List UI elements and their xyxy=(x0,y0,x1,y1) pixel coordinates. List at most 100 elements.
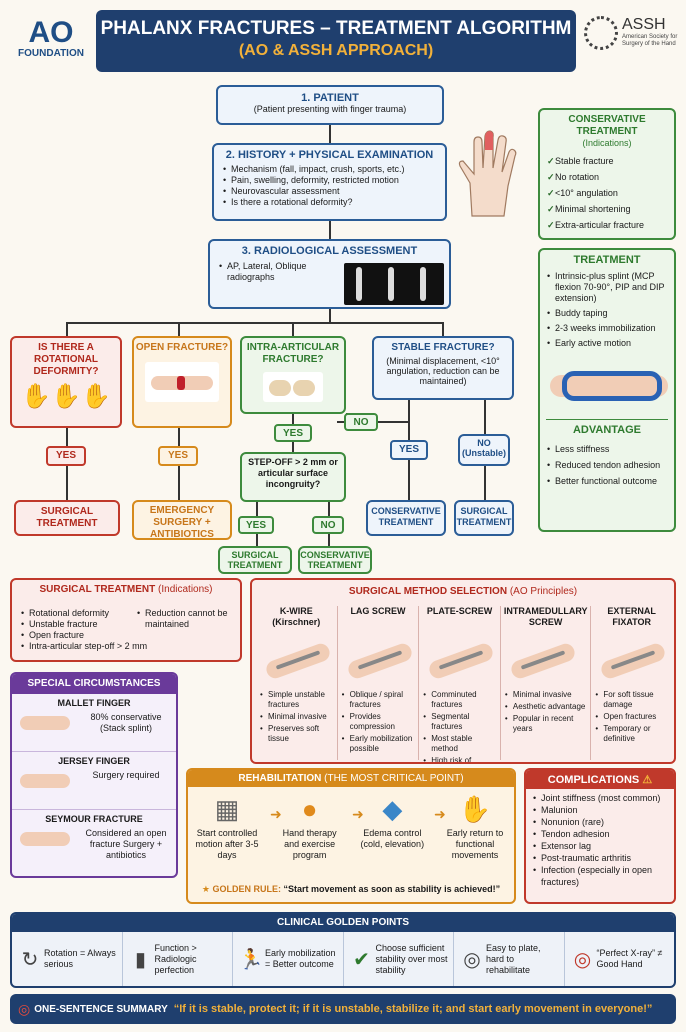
finger-icon xyxy=(20,832,70,846)
wounded-finger-icon xyxy=(145,362,219,402)
golden-point: ↻Rotation = Always serious xyxy=(12,932,123,986)
warning-icon: ⚠ xyxy=(642,774,653,786)
open-yes-tag: YES xyxy=(158,446,198,466)
special-row: MALLET FINGER 80% conservative (Stack spl… xyxy=(12,694,176,752)
splint-illustration xyxy=(546,357,668,413)
rehab-step: ◆Edema control (cold, elevation) xyxy=(357,794,427,880)
complications-panel: COMPLICATIONS ⚠ Joint stiffness (most co… xyxy=(524,768,676,904)
stepoff-result-surgical: SURGICAL TREATMENT xyxy=(218,546,292,574)
method-col: PLATE-SCREW Comminuted fracturesSegmental… xyxy=(419,606,501,762)
method-item: Provides compression xyxy=(341,712,416,732)
stable-yes-tag: YES xyxy=(390,440,428,460)
surgical-indications: SURGICAL TREATMENT (Indications) Rotatio… xyxy=(10,578,242,662)
hand-illustration xyxy=(452,128,524,220)
step-history-exam: 2. HISTORY + PHYSICAL EXAMINATION Mechan… xyxy=(212,143,447,221)
method-col: INTRAMEDULLARY SCREW Minimal invasiveAest… xyxy=(501,606,592,760)
stable-no-tag: NO (Unstable) xyxy=(458,434,510,466)
special-name: MALLET FINGER xyxy=(57,698,131,708)
method-item: Temporary or definitive xyxy=(594,724,669,744)
method-item: Minimal invasive xyxy=(259,712,334,722)
golden-point: ◎“Perfect X-ray” ≠ Good Hand xyxy=(565,932,675,986)
ice-pack-icon: ◆ xyxy=(382,794,403,824)
running-icon: 🏃 xyxy=(238,948,264,971)
clinical-golden-points: CLINICAL GOLDEN POINTS ↻Rotation = Alway… xyxy=(10,912,676,988)
hand-gesture-icon: ✋ xyxy=(458,794,492,824)
conservative-panel: CONSERVATIVE TREATMENT (Indications) Sta… xyxy=(538,108,676,240)
stepoff-no-tag: NO xyxy=(312,516,344,534)
treatment-panel: TREATMENT Intrinsic-plus splint (MCP fle… xyxy=(538,248,676,532)
method-col: LAG SCREWOblique / spiral fracturesProvi… xyxy=(338,606,420,760)
special-name: SEYMOUR FRACTURE xyxy=(45,814,143,824)
target-icon: ◎ xyxy=(18,1000,31,1017)
method-item: For soft tissue damage xyxy=(594,690,669,710)
rot-result-surgical: SURGICAL TREATMENT xyxy=(14,500,120,536)
method-name: K-WIRE (Kirschner) xyxy=(272,606,321,627)
method-item: High risk of tendon irritation xyxy=(422,756,497,762)
step-patient: 1. PATIENT (Patient presenting with fing… xyxy=(216,85,444,125)
method-item: Segmental fractures xyxy=(422,712,497,732)
finger-icon xyxy=(20,774,70,788)
golden-point: ▮Function > Radiologic perfection xyxy=(123,932,233,986)
method-hand-icon xyxy=(259,632,334,688)
rotation-icon: ↻ xyxy=(21,948,39,971)
intra-yes-tag: YES xyxy=(274,424,312,442)
method-hand-icon xyxy=(422,632,497,688)
stable-result-surgical: SURGICAL TREATMENT xyxy=(454,500,514,536)
special-text: Considered an open fracture Surgery + an… xyxy=(85,828,167,860)
method-col: K-WIRE (Kirschner) Simple unstable fractu… xyxy=(256,606,338,760)
question-open-fracture: OPEN FRACTURE? xyxy=(132,336,232,428)
stepoff-yes-tag: YES xyxy=(238,516,274,534)
question-intra-articular: INTRA-ARTICULAR FRACTURE? xyxy=(240,336,346,414)
joint-icon xyxy=(263,372,323,402)
rehab-step: ●Hand therapy and exercise program xyxy=(275,794,345,880)
method-name: EXTERNAL FIXATOR xyxy=(607,606,656,627)
method-item: Simple unstable fractures xyxy=(259,690,334,710)
special-row: SEYMOUR FRACTURE Considered an open fract… xyxy=(12,810,176,868)
assh-logo: ASSH American Society for Surgery of the… xyxy=(584,14,680,58)
history-list: Mechanism (fall, impact, crush, sports, … xyxy=(222,164,437,208)
method-item: Minimal invasive xyxy=(504,690,588,700)
method-name: PLATE-SCREW xyxy=(426,606,493,616)
method-item: Most stable method xyxy=(422,734,497,754)
question-stable-fracture: STABLE FRACTURE? (Minimal displacement, … xyxy=(372,336,514,400)
step-radiology: 3. RADIOLOGICAL ASSESSMENT AP, Lateral, … xyxy=(208,239,451,309)
assh-emblem-icon xyxy=(584,16,618,50)
calendar-icon: ▦ xyxy=(214,794,240,824)
summary-bar: ◎ ONE-SENTENCE SUMMARY “If it is stable,… xyxy=(10,994,676,1024)
golden-point: ✔Choose sufficient stability over most s… xyxy=(344,932,454,986)
arrow-icon: ➜ xyxy=(434,806,446,822)
golden-point: ◎Easy to plate, hard to rehabilitate xyxy=(454,932,565,986)
method-item: Popular in recent years xyxy=(504,714,588,734)
xray-images xyxy=(344,263,444,305)
special-text: 80% conservative (Stack splint) xyxy=(90,712,162,733)
target-icon: ◎ xyxy=(573,948,592,971)
method-item: Preserves soft tissue xyxy=(259,724,334,744)
rehabilitation-panel: REHABILITATION (THE MOST CRITICAL POINT)… xyxy=(186,768,516,904)
plate-icon: ◎ xyxy=(463,948,481,971)
method-item: Comminuted fractures xyxy=(422,690,497,710)
rehab-step: ✋Early return to functional movements xyxy=(440,794,510,880)
method-hand-icon xyxy=(504,632,588,688)
method-item: Aesthetic advantage xyxy=(504,702,588,712)
intra-no-tag: NO xyxy=(344,413,378,431)
title-banner: PHALANX FRACTURES – TREATMENT ALGORITHM … xyxy=(96,10,576,72)
golden-point: 🏃Early mobilization = Better outcome xyxy=(233,932,344,986)
rotated-hands-icon: ✋✋✋ xyxy=(21,383,111,410)
open-result-emergency: EMERGENCY SURGERY + ANTIBIOTICS xyxy=(132,500,232,540)
method-hand-icon xyxy=(594,632,669,688)
star-icon: ★ xyxy=(201,884,210,894)
finger-icon xyxy=(20,716,70,730)
stepoff-result-conservative: CONSERVATIVE TREATMENT xyxy=(298,546,372,574)
method-name: INTRAMEDULLARY SCREW xyxy=(503,606,588,627)
rot-yes-tag: YES xyxy=(46,446,86,466)
page-subtitle: (AO & ASSH APPROACH) xyxy=(238,42,434,59)
shield-check-icon: ✔ xyxy=(353,948,370,971)
question-rotational-deformity: IS THERE A ROTATIONAL DEFORMITY? ✋✋✋ xyxy=(10,336,122,428)
therapy-ball-icon: ● xyxy=(301,794,318,824)
stable-result-conservative: CONSERVATIVE TREATMENT xyxy=(366,500,446,536)
method-item: Open fractures xyxy=(594,712,669,722)
method-col: EXTERNAL FIXATOR For soft tissue damageOp… xyxy=(591,606,672,760)
method-item: Oblique / spiral fractures xyxy=(341,690,416,710)
